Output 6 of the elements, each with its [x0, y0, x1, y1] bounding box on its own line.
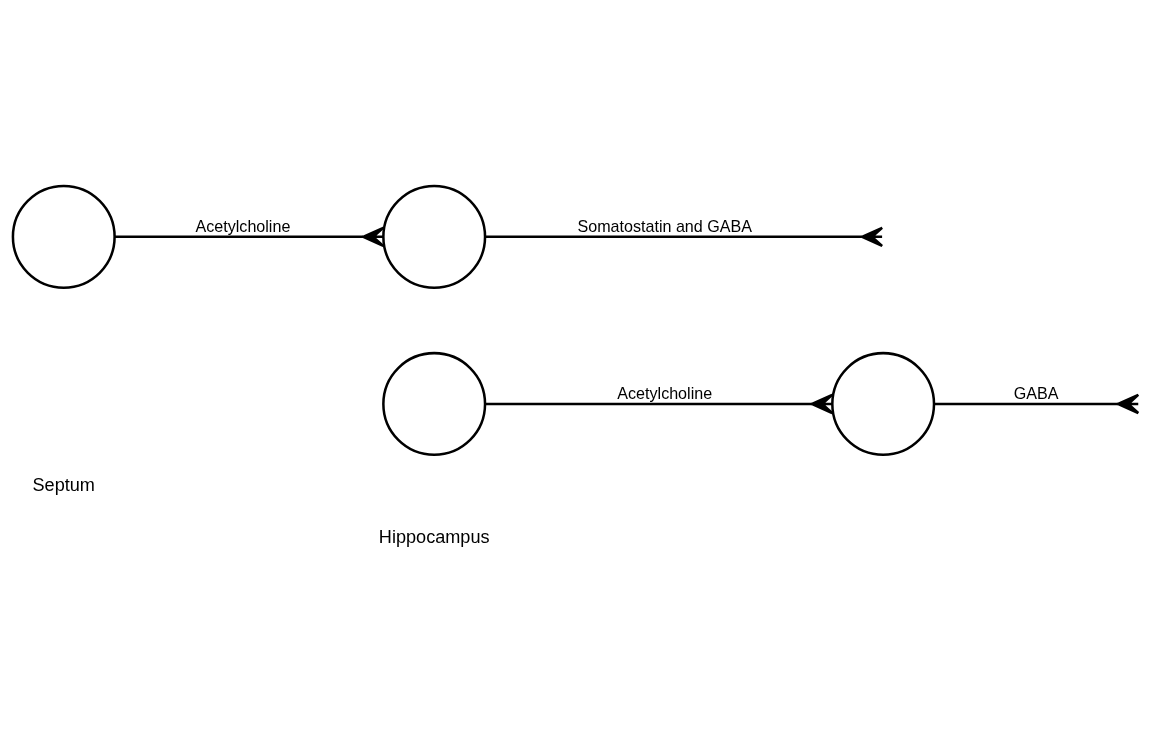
edge-label: GABA [1013, 383, 1059, 402]
label: Septum [32, 474, 95, 495]
edge-label: Acetylcholine [617, 383, 713, 402]
edge-label: Acetylcholine [195, 216, 291, 235]
label: Hippocampus [378, 526, 490, 547]
edge-label: Somatostatin and GABA [577, 216, 752, 235]
